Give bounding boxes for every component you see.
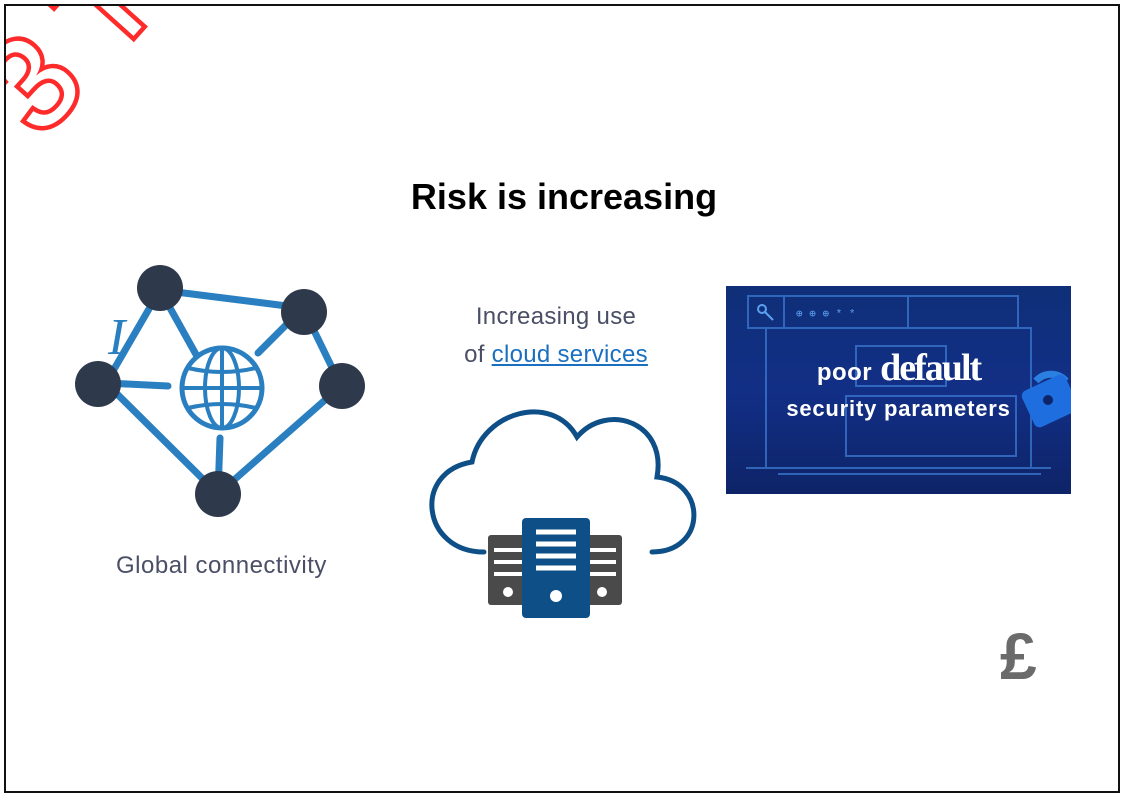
- panel-line1: poor default: [726, 346, 1071, 390]
- pound-icon: £: [1000, 619, 1037, 693]
- cloud-icon: [429, 409, 697, 618]
- cloud-caption: Increasing use of cloud services: [426, 298, 686, 374]
- network-diagram: [75, 265, 365, 517]
- security-panel: ⊕ ⊕ ⊕ * * poor default security parameter…: [726, 286, 1071, 494]
- global-connectivity-caption: Global connectivity: [116, 552, 327, 579]
- slide-title: Risk is increasing: [410, 176, 718, 217]
- network-nodes: [75, 265, 365, 517]
- cloud-caption-line1: Increasing use: [475, 303, 637, 330]
- network-letter: I: [108, 309, 126, 366]
- key-icon: [757, 304, 774, 321]
- cloud-caption-line2: of cloud services: [426, 336, 686, 374]
- svg-text:⊕ ⊕ ⊕ * *: ⊕ ⊕ ⊕ * *: [796, 309, 855, 321]
- laptop-illustration: ⊕ ⊕ ⊕ * *: [746, 295, 1071, 475]
- slide: Risk is increasing: [4, 4, 1120, 793]
- panel-line2: security parameters: [786, 396, 1011, 421]
- panel-default: default: [880, 347, 982, 389]
- padlock-icon: [1021, 370, 1071, 428]
- watermark-text: 3 Trainers and: [4, 4, 617, 158]
- watermark: 3 Trainers and: [4, 4, 621, 163]
- panel-poor: poor: [816, 359, 873, 386]
- globe-icon: [179, 345, 265, 431]
- cloud-services-link[interactable]: cloud services: [491, 341, 648, 368]
- cloud-caption-prefix: of: [464, 341, 492, 368]
- server-icon: [488, 518, 622, 618]
